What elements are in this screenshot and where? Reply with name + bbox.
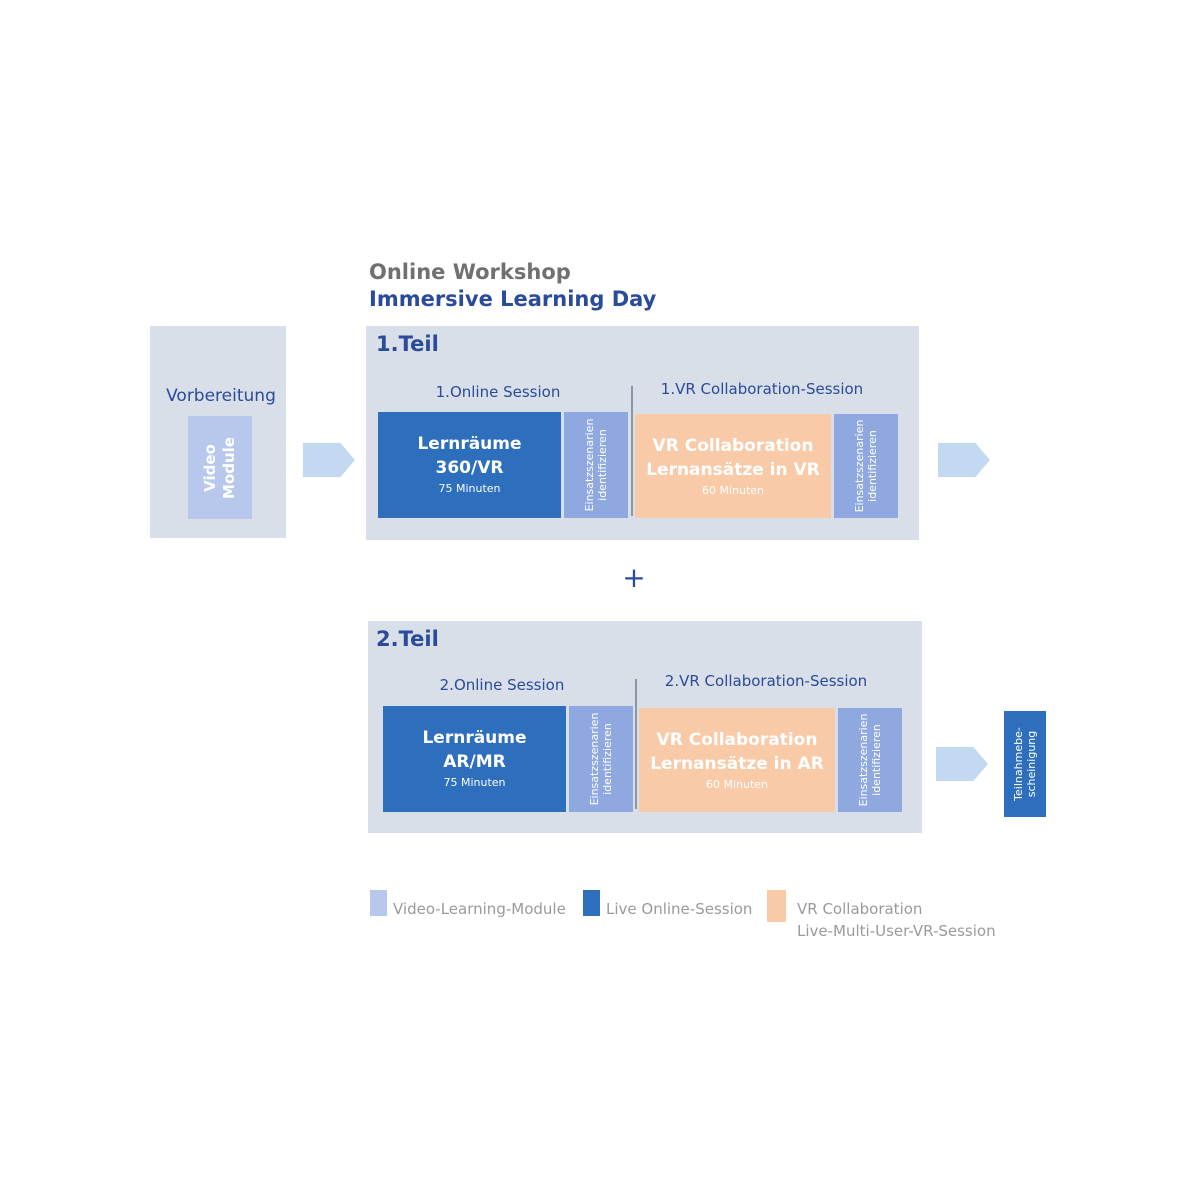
part1-vr-box-subtitle: Lernansätze in VR [646,460,820,480]
plus-sign: + [622,561,646,594]
part1-scenario-box-1: Einsatzszenarien identifizieren [564,412,628,518]
part1-title: 1.Teil [376,332,439,356]
part1-vr-box-duration: 60 Minuten [701,484,765,497]
arrow-right-icon [936,747,988,781]
part2-vr-session-label: 2.VR Collaboration-Session [664,672,868,690]
video-module-box: Video Module [188,416,252,519]
legend-label-video: Video-Learning-Module [393,900,566,918]
part2-scenario-1-line2: identifizieren [601,723,614,795]
part1-scenario-1-line1: Einsatzszenarien [583,418,596,512]
legend-label-live: Live Online-Session [606,900,753,918]
part2-vr-box: VR Collaboration Lernansätze in AR 60 Mi… [639,708,835,812]
arrow-right-icon [938,443,990,477]
part1-online-session-label: 1.Online Session [435,383,561,401]
legend-swatch-video [370,890,387,916]
part2-panel: 2.Teil 2.Online Session 2.VR Collaborati… [368,621,922,833]
part1-online-box-subtitle: 360/VR [435,458,504,478]
part2-scenario-box-1: Einsatzszenarien identifizieren [569,706,633,812]
preparation-panel: Vorbereitung Video Module [150,326,286,538]
part2-vr-box-subtitle: Lernansätze in AR [650,754,824,774]
part1-panel: 1.Teil 1.Online Session 1.VR Collaborati… [366,326,919,540]
video-module-label-1: Video [201,443,219,492]
video-module-label-2: Module [220,436,238,499]
part2-online-box: Lernräume AR/MR 75 Minuten [383,706,566,812]
part2-vr-box-title: VR Collaboration [656,730,818,750]
part1-scenario-1-line2: identifizieren [596,429,609,501]
legend-label-vr-1: VR Collaboration [797,900,923,918]
arrow-right-icon [303,443,355,477]
workshop-title: Immersive Learning Day [369,287,657,311]
legend-swatch-live [583,890,600,916]
part1-vr-box: VR Collaboration Lernansätze in VR 60 Mi… [635,414,831,518]
part1-online-box: Lernräume 360/VR 75 Minuten [378,412,561,518]
workshop-subtitle: Online Workshop [369,260,571,284]
part1-online-box-duration: 75 Minuten [438,482,501,495]
part2-online-box-title: Lernräume [422,728,527,748]
certificate-line1: Teilnahmebe- [1012,727,1025,801]
legend-swatch-vr [767,890,786,922]
part2-online-box-subtitle: AR/MR [443,752,506,772]
certificate-line2: scheinigung [1025,730,1038,798]
part1-scenario-2-line2: identifizieren [866,430,879,502]
part2-scenario-box-2: Einsatzszenarien identifizieren [838,708,902,812]
part1-divider [631,386,633,516]
part2-vr-box-duration: 60 Minuten [705,778,769,791]
part2-scenario-1-line1: Einsatzszenarien [588,712,601,806]
part2-online-session-label: 2.Online Session [439,676,565,694]
part2-scenario-2-line1: Einsatzszenarien [857,713,870,807]
part1-vr-box-title: VR Collaboration [652,436,814,456]
preparation-label: Vorbereitung [166,386,276,406]
part1-online-box-title: Lernräume [417,434,522,454]
part2-online-box-duration: 75 Minuten [443,776,506,789]
part2-title: 2.Teil [376,627,439,651]
part2-divider [635,679,637,809]
part1-scenario-box-2: Einsatzszenarien identifizieren [834,414,898,518]
part1-scenario-2-line1: Einsatzszenarien [853,419,866,513]
part2-scenario-2-line2: identifizieren [870,724,883,796]
legend-label-vr-2: Live-Multi-User-VR-Session [797,922,996,940]
certificate-box: Teilnahmebe- scheinigung [1004,711,1046,817]
part1-vr-session-label: 1.VR Collaboration-Session [660,380,864,398]
